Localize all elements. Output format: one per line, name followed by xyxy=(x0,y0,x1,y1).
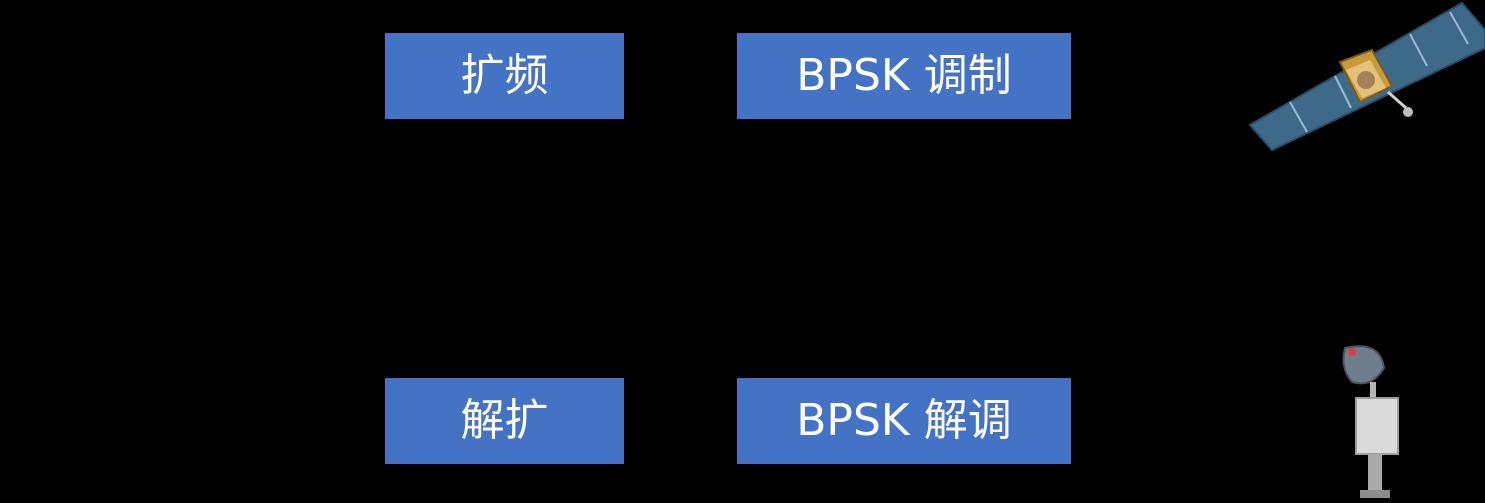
bpsk-modulation-label: BPSK 调制 xyxy=(796,50,1012,101)
despread-label: 解扩 xyxy=(460,395,549,446)
bpsk-modulation-block: BPSK 调制 xyxy=(737,33,1071,119)
spread-label: 扩频 xyxy=(460,50,549,101)
satellite-icon xyxy=(1248,1,1485,152)
despread-block: 解扩 xyxy=(385,378,624,464)
bpsk-demodulation-label: BPSK 解调 xyxy=(796,395,1012,446)
receiver-antenna-icon xyxy=(1342,345,1399,498)
bpsk-demodulation-block: BPSK 解调 xyxy=(737,378,1071,464)
spread-block: 扩频 xyxy=(385,33,624,119)
